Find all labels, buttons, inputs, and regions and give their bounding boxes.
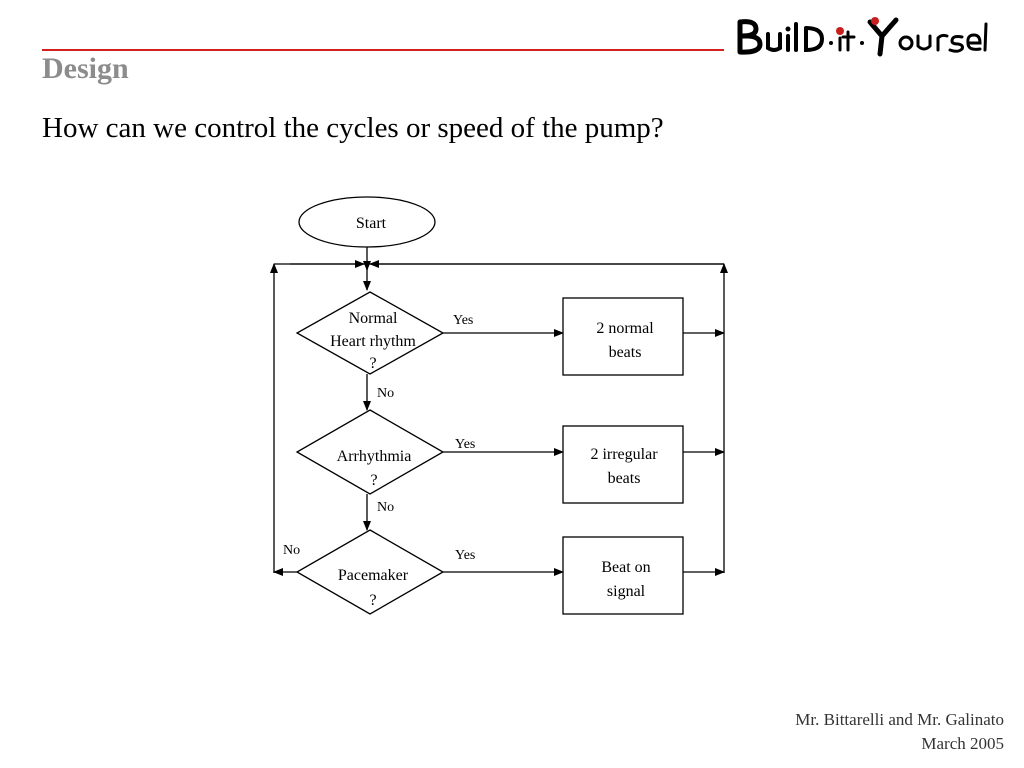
no-label: No xyxy=(377,386,394,401)
yes-label: Yes xyxy=(453,313,473,328)
decision-label: ? xyxy=(369,355,376,372)
decision-diamond-pacemaker xyxy=(295,529,445,615)
decision-label: ? xyxy=(370,472,377,489)
result-label: signal xyxy=(607,583,646,600)
yes-label: Yes xyxy=(455,437,475,452)
decision-label: Pacemaker xyxy=(338,567,409,584)
header-rule xyxy=(42,49,724,51)
footer-authors: Mr. Bittarelli and Mr. Galinato xyxy=(795,710,1004,729)
result-label: 2 normal xyxy=(596,320,654,337)
no-label: No xyxy=(377,500,394,515)
start-label: Start xyxy=(356,215,387,232)
decision-label: Heart rhythm xyxy=(330,333,416,350)
result-box-signal xyxy=(562,536,684,615)
no-label: No xyxy=(283,543,300,558)
decision-label: Arrhythmia xyxy=(337,448,412,465)
decision-label: ? xyxy=(369,592,376,609)
result-label: beats xyxy=(609,344,642,361)
slide-footer: Mr. Bittarelli and Mr. Galinato March 20… xyxy=(795,708,1004,756)
result-label: beats xyxy=(608,470,641,487)
result-label: Beat on xyxy=(601,559,650,576)
yes-label: Yes xyxy=(455,548,475,563)
result-box-normal xyxy=(562,297,684,376)
decision-diamond-arrhythmia xyxy=(295,409,445,495)
build-it-yourself-logo xyxy=(737,17,988,57)
result-label: 2 irregular xyxy=(590,446,658,463)
section-title: Design xyxy=(42,52,129,85)
decision-label: Normal xyxy=(349,310,398,327)
result-box-irregular xyxy=(562,425,684,504)
decision-diamond-normal xyxy=(295,291,445,375)
footer-date: March 2005 xyxy=(921,734,1004,753)
slide-question: How can we control the cycles or speed o… xyxy=(42,112,664,144)
